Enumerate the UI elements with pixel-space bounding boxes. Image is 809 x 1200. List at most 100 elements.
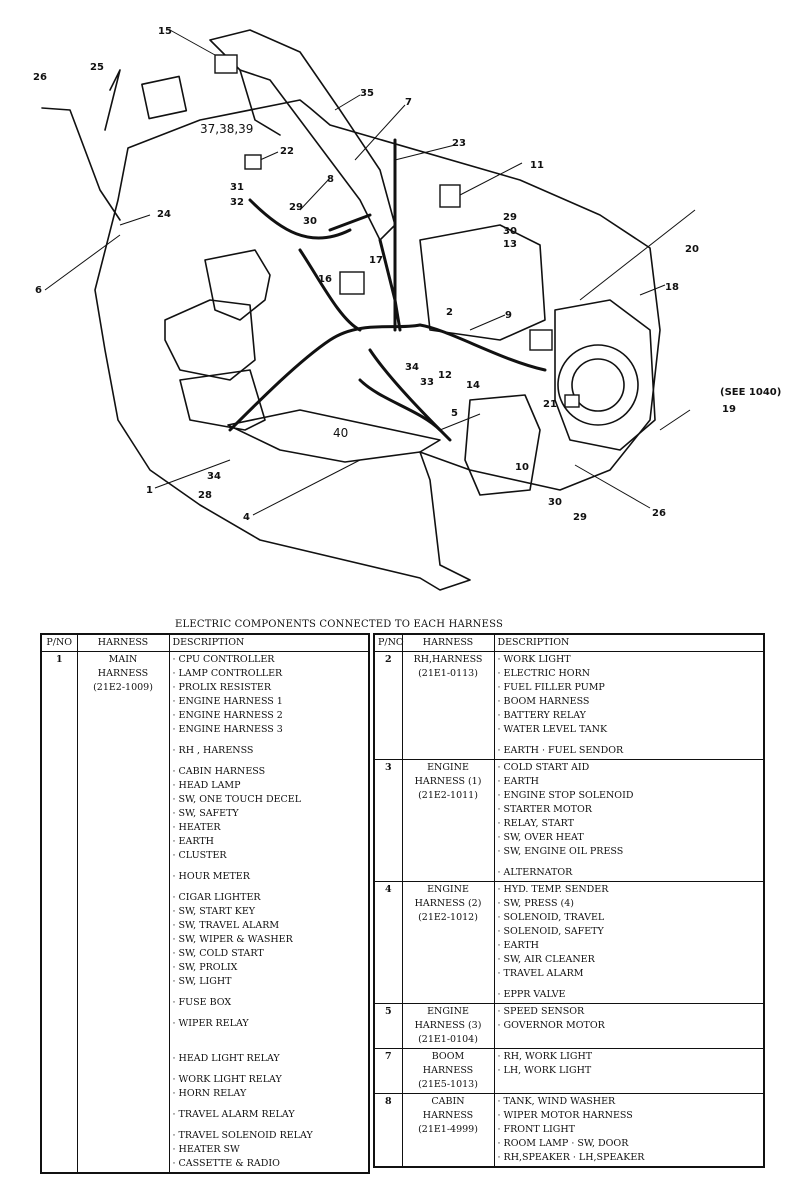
engine-block [419,224,546,341]
list-item: · SW, TRAVEL ALARM [172,920,280,931]
component-11 [439,184,461,208]
list-item: · CLUSTER [172,850,227,861]
callout: 15 [158,26,172,37]
callout: 29 [503,212,517,223]
harness-cell: ENGINE HARNESS (3) (21E1-0104) [401,1003,495,1049]
callout: 33 [420,377,434,388]
list-item: · EARTH [172,836,214,847]
callout: 26 [652,508,666,519]
list-item: · BOOM HARNESS [497,696,590,707]
callout: 13 [503,239,517,250]
harness-code: (21E2-1009) [93,682,153,693]
list-item: · SOLENOID, SAFETY [497,926,604,937]
callout: 16 [318,274,332,285]
list-item: · EPPR VALVE [497,989,566,1000]
list-item: · RH , HARENSS [172,745,254,756]
callout: 9 [505,310,512,321]
harness-name-line: HARNESS [422,1065,474,1076]
callout: 17 [369,255,383,266]
harness-cell: MAIN HARNESS (21E2-1009) [76,651,170,1174]
list-item: · TRAVEL SOLENOID RELAY [172,1130,313,1141]
component-20 [529,329,553,351]
list-item: · HEATER SW [172,1144,240,1155]
harness-name-line: CABIN [431,1096,465,1107]
list-item: · EARTH [497,776,539,787]
list-item: · BATTERY RELAY [497,710,586,721]
harness-code: (21E1-0104) [418,1034,478,1045]
harness-cell: RH,HARNESS (21E1-0113) [401,651,495,760]
list-item: · RH,SPEAKER · LH,SPEAKER [497,1152,645,1163]
list-item: · SOLENOID, TRAVEL [497,912,605,923]
list-item: · SW, PRESS (4) [497,898,575,909]
callout: 8 [327,174,334,185]
callout: 20 [685,244,699,255]
list-item: · SW, COLD START [172,948,264,959]
list-item: · EARTH · FUEL SENDOR [497,745,624,756]
description-cell: · CPU CONTROLLER · LAMP CONTROLLER · PRO… [168,651,370,1174]
callout: 4 [243,512,250,523]
harness-name-line: ENGINE [427,1006,469,1017]
harness-name-line: RH,HARNESS [413,654,483,665]
main-harness-wire [228,323,422,432]
harness-cell: CABIN HARNESS (21E1-4999) [401,1093,495,1168]
list-item: · WORK LIGHT RELAY [172,1074,282,1085]
harness-cell: ENGINE HARNESS (1) (21E2-1011) [401,759,495,882]
list-item: · HOUR METER [172,871,250,882]
description-cell: · COLD START AID · EARTH · ENGINE STOP S… [493,759,765,882]
radiator [554,299,656,451]
list-item: · SW, START KEY [172,906,256,917]
callout: 23 [452,138,466,149]
callout: 26 [33,72,47,83]
list-item: · WORK LIGHT [497,654,571,665]
list-item: · HEATER [172,822,221,833]
list-item: · FUEL FILLER PUMP [497,682,605,693]
col-header-pno: P/NO [373,633,404,652]
list-item: · ENGINE HARNESS 2 [172,710,283,721]
harness-code: (21E2-1012) [418,912,478,923]
col-header-harness: HARNESS [401,633,495,652]
callout: 1 [146,485,153,496]
harness-name-line: BOOM [431,1051,465,1062]
table-row: 1 MAIN HARNESS (21E2-1009) · CPU CONTROL… [40,651,370,1174]
description-cell: · SPEED SENSOR · GOVERNOR MOTOR [493,1003,765,1049]
col-header-harness: HARNESS [76,633,170,652]
list-item: · WIPER MOTOR HARNESS [497,1110,633,1121]
list-item: · SW, PROLIX [172,962,238,973]
harness-name-line: MAIN [108,654,138,665]
table-row: 5 ENGINE HARNESS (3) (21E1-0104) · SPEED… [373,1003,765,1049]
callout: 21 [543,399,557,410]
pno-cell: 2 [373,651,403,760]
harness-name-line: HARNESS (3) [414,1020,482,1031]
list-item: · WIPER RELAY [172,1018,249,1029]
pno-cell: 5 [373,1003,403,1049]
list-item: · ROOM LAMP · SW, DOOR [497,1138,629,1149]
callout: 5 [451,408,458,419]
list-item: · ENGINE HARNESS 1 [172,696,283,707]
list-item: · PROLIX RESISTER [172,682,272,693]
col-header-description: DESCRIPTION [493,633,765,652]
table-row: 3 ENGINE HARNESS (1) (21E2-1011) · COLD … [373,759,765,882]
list-item: · COLD START AID [497,762,590,773]
callout: 31 [230,182,244,193]
table-row: 8 CABIN HARNESS (21E1-4999) · TANK, WIND… [373,1093,765,1168]
harness-code: (21E1-0113) [418,668,478,679]
list-item: · LH, WORK LIGHT [497,1065,592,1076]
list-item: · RH, WORK LIGHT [497,1051,593,1062]
callout: 7 [405,97,412,108]
list-item: · LAMP CONTROLLER [172,668,283,679]
harness-cell: BOOM HARNESS (21E5-1013) [401,1048,495,1094]
list-item: · WATER LEVEL TANK [497,724,608,735]
callout: 37,38,39 [200,122,253,136]
list-item: · FRONT LIGHT [497,1124,576,1135]
list-item: · CPU CONTROLLER [172,654,275,665]
harness-name-line: HARNESS [422,1110,474,1121]
list-item: · SW, ONE TOUCH DECEL [172,794,302,805]
callout: 19 [722,404,736,415]
callout: 18 [665,282,679,293]
pno-cell: 7 [373,1048,403,1094]
list-item: · SW, ENGINE OIL PRESS [497,846,624,857]
callout: 30 [303,216,317,227]
col-header-pno: P/NO [40,633,78,652]
harness-table-left: P/NO HARNESS DESCRIPTION 1 MAIN HARNESS … [40,633,370,1174]
list-item: · ELECTRIC HORN [497,668,591,679]
